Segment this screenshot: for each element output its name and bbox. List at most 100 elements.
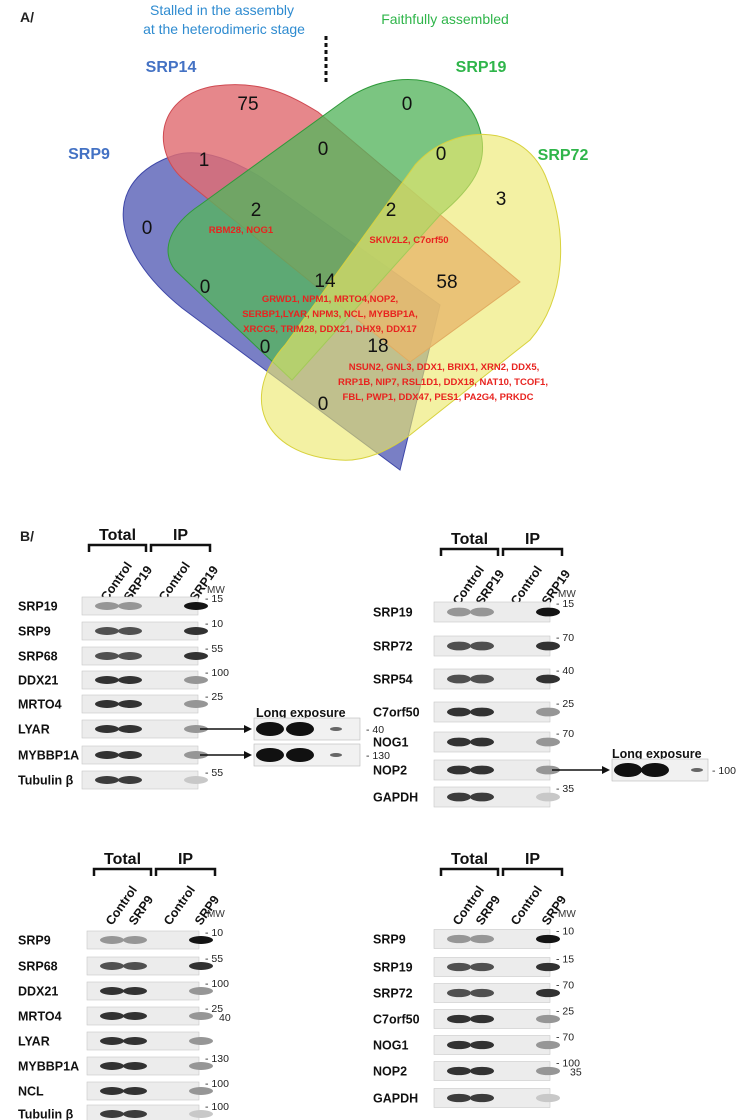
arrow-head bbox=[244, 751, 252, 759]
band bbox=[95, 652, 119, 660]
band bbox=[536, 641, 560, 651]
mw-header: MW bbox=[558, 589, 576, 600]
protein-label: GAPDH bbox=[373, 1092, 418, 1106]
band bbox=[447, 934, 471, 944]
band bbox=[118, 725, 142, 733]
band bbox=[447, 707, 471, 717]
protein-label: SRP19 bbox=[373, 606, 413, 620]
band bbox=[100, 987, 124, 995]
mw-marker: - 55 bbox=[205, 953, 223, 965]
count-srp9-only: 0 bbox=[142, 218, 153, 239]
band bbox=[447, 1093, 471, 1103]
mw-marker: - 25 bbox=[556, 698, 574, 710]
mw-marker-long-exposure: - 40 bbox=[366, 724, 384, 736]
band bbox=[470, 707, 494, 717]
header-ip: IP bbox=[525, 531, 540, 548]
count-srp9-srp19: 0 bbox=[200, 277, 211, 298]
mw-marker: - 55 bbox=[205, 767, 223, 779]
protein-label: SRP72 bbox=[373, 640, 413, 654]
band bbox=[95, 602, 119, 610]
genes-all-four-line2: SERBP1,LYAR, NPM3, NCL, MYBBP1A, bbox=[242, 309, 418, 320]
long-exposure-title: Long exposure bbox=[612, 747, 702, 761]
panel-a-label: A/ bbox=[20, 9, 34, 25]
count-srp14-only: 75 bbox=[237, 94, 258, 115]
band bbox=[184, 676, 208, 684]
band bbox=[447, 641, 471, 651]
band bbox=[123, 1062, 147, 1070]
band-long-exposure bbox=[286, 748, 314, 762]
bracket-total bbox=[439, 867, 500, 876]
band bbox=[536, 765, 560, 775]
band bbox=[123, 1110, 147, 1118]
mw-marker: - 10 bbox=[205, 618, 223, 630]
band bbox=[189, 1110, 213, 1118]
count-all-four: 14 bbox=[314, 271, 336, 292]
protein-label: SRP9 bbox=[373, 933, 406, 947]
band bbox=[100, 1037, 124, 1045]
genes-all-four-line3: XRCC5, TRIM28, DDX21, DHX9, DDX17 bbox=[243, 324, 417, 335]
band bbox=[189, 936, 213, 944]
band bbox=[470, 607, 494, 617]
band bbox=[470, 934, 494, 944]
count-srp14-srp72: 58 bbox=[436, 272, 457, 293]
band bbox=[100, 1087, 124, 1095]
mw-marker: - 15 bbox=[556, 954, 574, 966]
band bbox=[536, 607, 560, 617]
count-srp72-only: 3 bbox=[496, 189, 507, 210]
panel-b-label: B/ bbox=[20, 528, 34, 544]
band bbox=[184, 751, 208, 759]
mw-marker: - 100 bbox=[205, 667, 229, 679]
band bbox=[95, 676, 119, 684]
band bbox=[447, 792, 471, 802]
mw-marker: - 70 bbox=[556, 980, 574, 992]
band bbox=[189, 1062, 213, 1070]
mw-marker-long-exposure: - 130 bbox=[366, 750, 390, 762]
band bbox=[184, 627, 208, 635]
band bbox=[123, 987, 147, 995]
protein-label: MYBBP1A bbox=[18, 1060, 79, 1074]
set-label-srp14: SRP14 bbox=[146, 59, 197, 76]
band bbox=[100, 936, 124, 944]
mw-marker: - 25 bbox=[556, 1006, 574, 1018]
band bbox=[118, 751, 142, 759]
band bbox=[536, 934, 560, 944]
count-srp14-srp19: 0 bbox=[318, 139, 329, 160]
mw-marker: - 100 bbox=[205, 1078, 229, 1090]
protein-label: LYAR bbox=[18, 1035, 50, 1049]
band bbox=[189, 1012, 213, 1020]
count-srp9-srp14-srp72: 18 bbox=[367, 336, 388, 357]
header-total: Total bbox=[451, 851, 488, 868]
mw-marker: - 55 bbox=[205, 643, 223, 655]
bracket-ip bbox=[501, 867, 564, 876]
protein-label: Tubulin β bbox=[18, 774, 74, 788]
count-srp19-only: 0 bbox=[402, 94, 413, 115]
header-total: Total bbox=[104, 851, 141, 868]
mw-marker-secondary: 35 bbox=[570, 1067, 582, 1079]
mw-marker: - 35 bbox=[556, 783, 574, 795]
band bbox=[118, 776, 142, 784]
mw-marker: - 130 bbox=[205, 1053, 229, 1065]
mw-marker: - 100 bbox=[205, 978, 229, 990]
genes-srp9-srp14-srp72-line1: NSUN2, GNL3, DDX1, BRIX1, XRN2, DDX5, bbox=[349, 362, 540, 373]
bracket-total bbox=[439, 547, 500, 556]
band bbox=[470, 641, 494, 651]
protein-label: C7orf50 bbox=[373, 1013, 420, 1027]
header-total: Total bbox=[451, 531, 488, 548]
band bbox=[123, 1087, 147, 1095]
protein-label: NCL bbox=[18, 1085, 44, 1099]
header-ip: IP bbox=[173, 527, 188, 544]
band bbox=[536, 988, 560, 998]
band bbox=[189, 987, 213, 995]
band bbox=[189, 962, 213, 970]
protein-label: SRP68 bbox=[18, 960, 58, 974]
protein-label: C7orf50 bbox=[373, 706, 420, 720]
mw-marker: - 70 bbox=[556, 1032, 574, 1044]
genes-srp9-srp14-srp19: RBM28, NOG1 bbox=[209, 225, 274, 236]
mw-marker: - 100 bbox=[556, 1058, 580, 1070]
protein-label: MYBBP1A bbox=[18, 749, 79, 763]
mw-marker: - 15 bbox=[205, 593, 223, 605]
mw-marker: - 100 bbox=[205, 1101, 229, 1113]
